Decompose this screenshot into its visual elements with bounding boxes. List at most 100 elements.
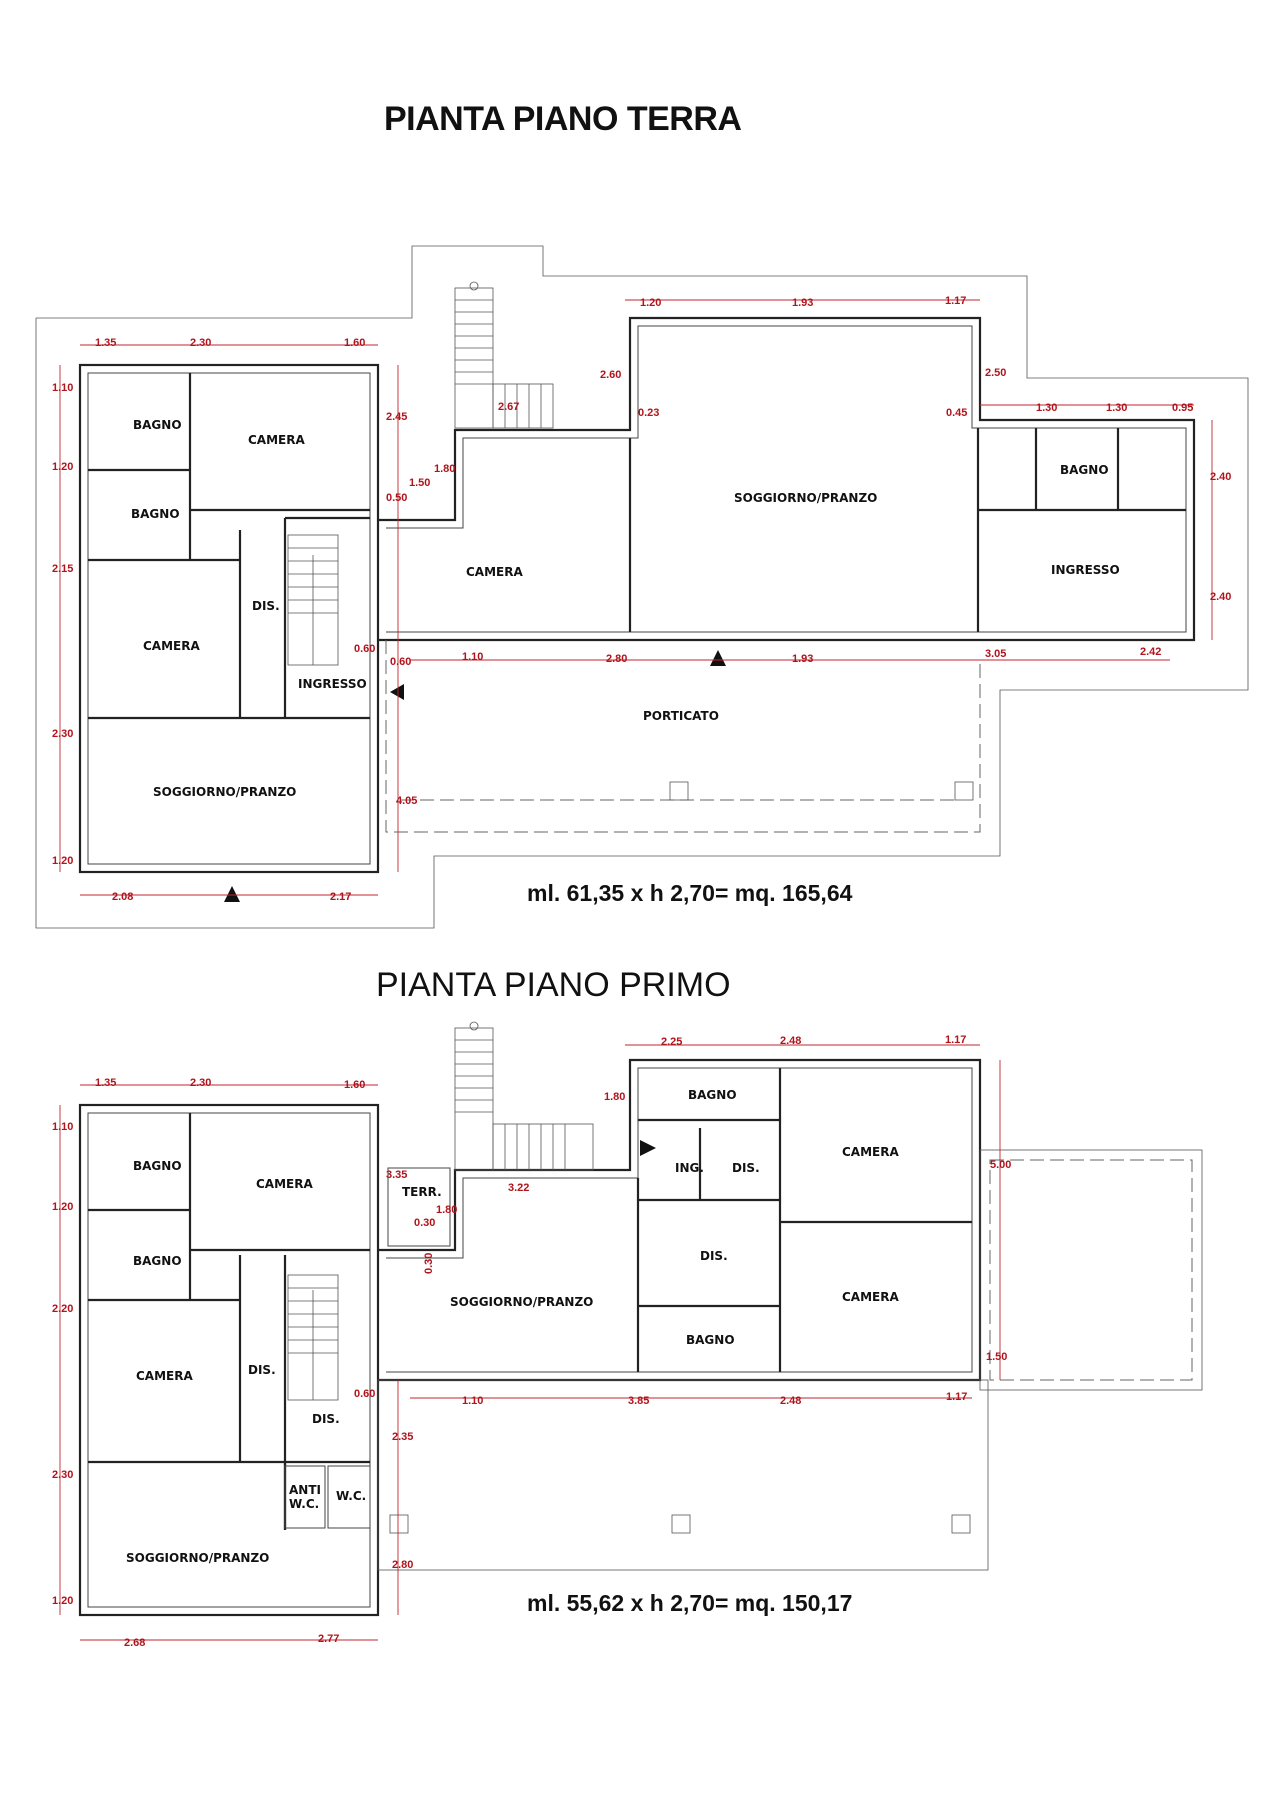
ground-dimension: 2.30 — [52, 728, 73, 740]
first-room-label: CAMERA — [136, 1369, 193, 1383]
ground-dimension: 2.40 — [1210, 591, 1231, 603]
ground-floor-area-formula: ml. 61,35 x h 2,70= mq. 165,64 — [527, 880, 853, 906]
ground-central-block — [378, 316, 1196, 642]
ground-stairs-exterior — [454, 281, 554, 429]
first-dimension: 2.25 — [661, 1036, 682, 1048]
first-dimension: 3.22 — [508, 1182, 529, 1194]
first-dimension: 1.80 — [436, 1204, 457, 1216]
first-dimension: 1.60 — [344, 1079, 365, 1091]
ground-dimension: 4.05 — [396, 795, 417, 807]
first-dimension: 2.48 — [780, 1395, 801, 1407]
first-dimension: 1.20 — [52, 1595, 73, 1607]
ground-dimension: 1.17 — [945, 295, 966, 307]
ground-dimension: 1.50 — [409, 477, 430, 489]
ground-floor-title: PIANTA PIANO TERRA — [384, 100, 742, 138]
ground-dimension: 1.20 — [52, 461, 73, 473]
first-dimension: 2.48 — [780, 1035, 801, 1047]
first-room-label: ANTI — [289, 1483, 321, 1497]
ground-dimension: 0.60 — [354, 643, 375, 655]
ground-room-label: BAGNO — [131, 507, 180, 521]
first-left-block — [78, 1103, 380, 1617]
first-dimension: 1.17 — [945, 1034, 966, 1046]
ground-room-label: CAMERA — [248, 433, 305, 447]
first-dimension: 2.80 — [392, 1559, 413, 1571]
first-room-label: DIS. — [700, 1249, 728, 1263]
first-terrace-right — [979, 1149, 1203, 1391]
ground-dimension: 2.40 — [1210, 471, 1231, 483]
first-dimension: 5.00 — [990, 1159, 1011, 1171]
first-room-label: W.C. — [336, 1489, 366, 1503]
ground-dimension: 2.30 — [190, 337, 211, 349]
first-room-label: CAMERA — [256, 1177, 313, 1191]
first-room-label: TERR. — [402, 1185, 442, 1199]
first-dimension: 1.35 — [95, 1077, 116, 1089]
first-dimension: 1.10 — [52, 1121, 73, 1133]
ground-room-label: DIS. — [252, 599, 280, 613]
first-room-label: BAGNO — [688, 1088, 737, 1102]
first-room-label: SOGGIORNO/PRANZO — [126, 1551, 269, 1565]
ground-dimension: 2.60 — [600, 369, 621, 381]
ground-room-label: SOGGIORNO/PRANZO — [153, 785, 296, 799]
ground-room-label: INGRESSO — [1051, 563, 1120, 577]
first-dimension: 3.85 — [628, 1395, 649, 1407]
ground-room-label: CAMERA — [143, 639, 200, 653]
ground-lot-outline — [35, 245, 1249, 929]
ground-dimension: 1.93 — [792, 653, 813, 665]
first-dimension: 2.30 — [190, 1077, 211, 1089]
first-room-label: SOGGIORNO/PRANZO — [450, 1295, 593, 1309]
first-floor-plan: BAGNO CAMERA BAGNO CAMERA DIS. DIS. ANTI… — [52, 1021, 1203, 1649]
ground-dimension: 2.17 — [330, 891, 351, 903]
ground-dimension: 2.45 — [386, 411, 407, 423]
first-central-block — [378, 1058, 982, 1382]
ground-dimension: 2.80 — [606, 653, 627, 665]
ground-dimension: 0.60 — [390, 656, 411, 668]
first-room-label: BAGNO — [133, 1159, 182, 1173]
first-floor-area-formula: ml. 55,62 x h 2,70= mq. 150,17 — [527, 1590, 853, 1616]
first-terrace-lower — [377, 1379, 989, 1571]
ground-dimension: 0.95 — [1172, 402, 1193, 414]
ground-dimension: 1.30 — [1036, 402, 1057, 414]
ground-dimension: 0.50 — [386, 492, 407, 504]
first-dimension: 1.80 — [604, 1091, 625, 1103]
ground-dimension: 1.20 — [52, 855, 73, 867]
first-entry-arrow — [640, 1140, 656, 1156]
ground-dimension: 1.10 — [462, 651, 483, 663]
ground-entry-arrow-south — [224, 886, 240, 902]
ground-left-block — [78, 363, 380, 874]
first-dimension: 1.10 — [462, 1395, 483, 1407]
ground-dimension: 2.50 — [985, 367, 1006, 379]
first-dimension: 0.30 — [423, 1253, 435, 1274]
ground-entry-arrow-porch — [710, 650, 726, 666]
ground-entry-arrow-side — [390, 684, 404, 700]
first-dimension: 1.17 — [946, 1391, 967, 1403]
ground-dimension: 0.45 — [946, 407, 967, 419]
first-dimension: 3.35 — [386, 1169, 407, 1181]
ground-dimension: 3.05 — [985, 648, 1006, 660]
ground-dimension: 2.08 — [112, 891, 133, 903]
first-room-label: DIS. — [248, 1363, 276, 1377]
first-dimension: 1.50 — [986, 1351, 1007, 1363]
ground-dimension: 1.20 — [640, 297, 661, 309]
ground-stairs-interior — [287, 534, 339, 666]
ground-dimension: 1.10 — [52, 382, 73, 394]
ground-dimension: 0.23 — [638, 407, 659, 419]
ground-floor-plan: BAGNO CAMERA BAGNO DIS. CAMERA INGRESSO … — [35, 245, 1249, 929]
first-dimension: 2.35 — [392, 1431, 413, 1443]
ground-room-label: PORTICATO — [643, 709, 719, 723]
ground-dimension: 1.35 — [95, 337, 116, 349]
first-room-label: BAGNO — [133, 1254, 182, 1268]
first-dimension: 0.30 — [414, 1217, 435, 1229]
first-dimension: 2.77 — [318, 1633, 339, 1645]
ground-dimension: 2.42 — [1140, 646, 1161, 658]
first-room-label: CAMERA — [842, 1145, 899, 1159]
first-dimension: 0.60 — [354, 1388, 375, 1400]
ground-dimension: 2.15 — [52, 563, 73, 575]
first-room-label: W.C. — [289, 1497, 319, 1511]
ground-dimension: 2.67 — [498, 401, 519, 413]
ground-dimension: 1.80 — [434, 463, 455, 475]
first-floor-title: PIANTA PIANO PRIMO — [376, 966, 731, 1004]
ground-dimension: 1.30 — [1106, 402, 1127, 414]
ground-dimension: 1.60 — [344, 337, 365, 349]
first-dimension: 2.20 — [52, 1303, 73, 1315]
